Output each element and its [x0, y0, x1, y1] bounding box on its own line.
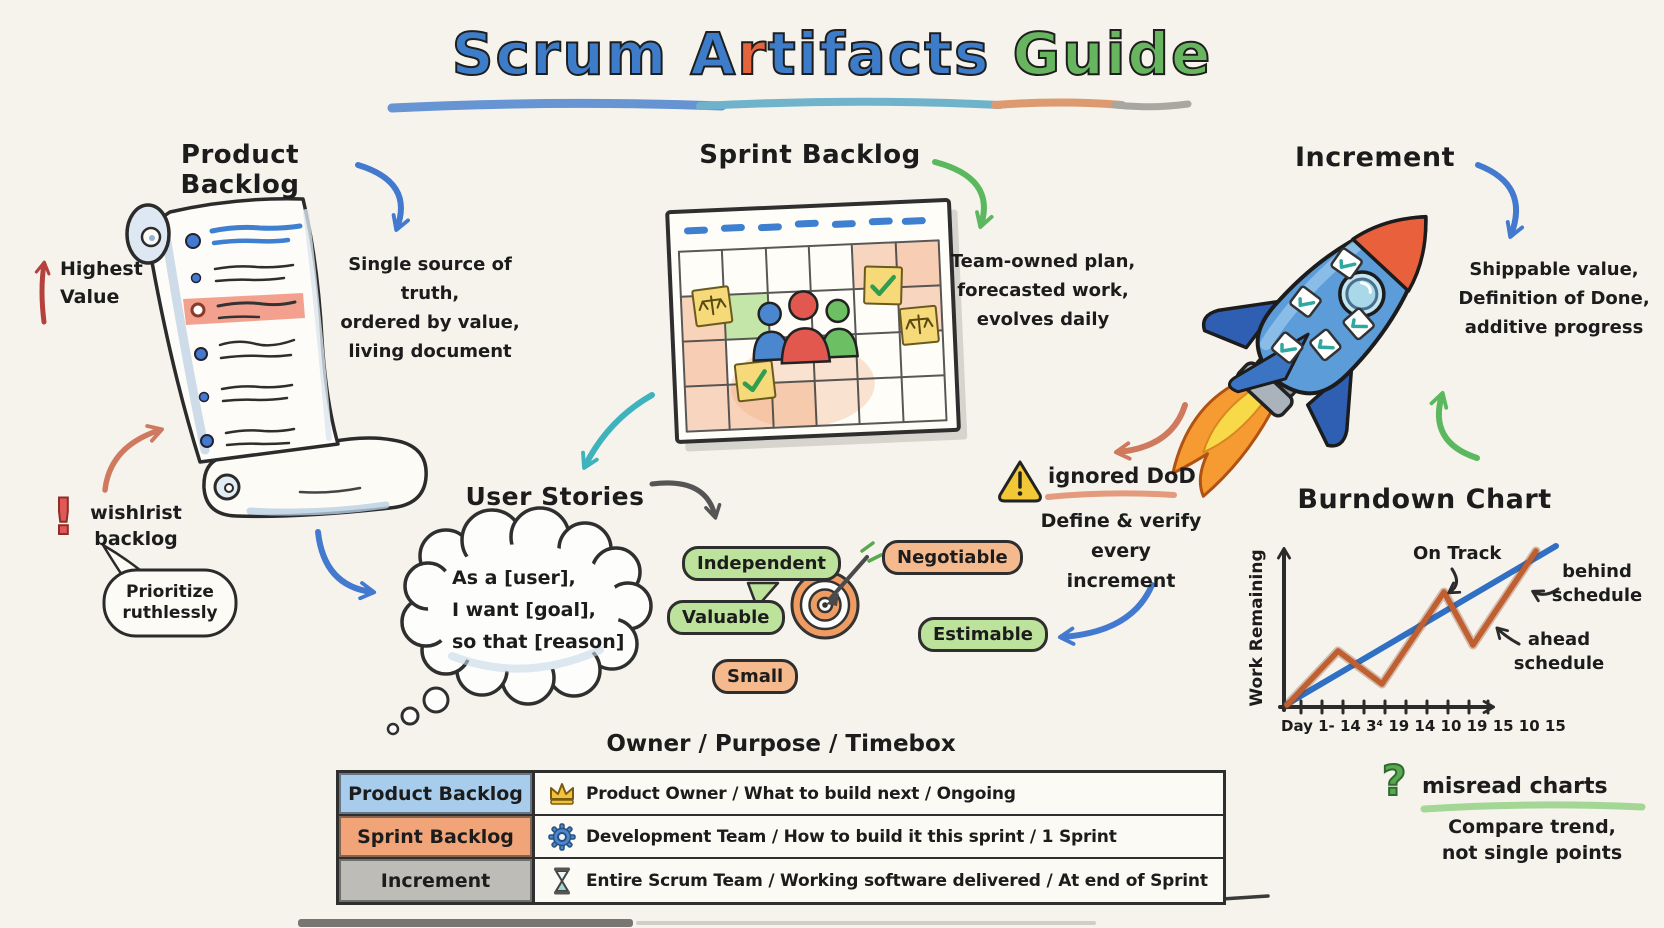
arrow-wishlist-to-scroll	[102, 424, 165, 493]
increment-rocket-illustration	[1171, 214, 1428, 498]
increment-heading: Increment	[1295, 142, 1455, 173]
misread-underline	[1420, 801, 1646, 813]
ahead-schedule-label: ahead schedule	[1513, 629, 1605, 674]
calendar-binding-dashes	[683, 217, 926, 235]
arrow-calendar-to-user-stories	[581, 392, 655, 470]
on-track-label: On Track	[1413, 543, 1502, 564]
title-underline	[387, 97, 1192, 113]
arrow-scroll-to-cloud	[315, 529, 377, 601]
badge-valuable: Valuable	[667, 600, 785, 635]
table-detail-increment: Entire Scrum Team / Working software del…	[586, 870, 1208, 891]
question-mark-icon: ?	[1381, 755, 1407, 806]
user-story-template-text: As a [user], I want [goal], so that [rea…	[452, 567, 625, 653]
title-seg-guide: Guide	[990, 19, 1213, 89]
table-artifact-sprint-backlog: Sprint Backlog	[339, 816, 535, 857]
ignored-dod-label: ignored DoD	[1048, 464, 1196, 488]
table-artifact-increment: Increment	[339, 859, 535, 902]
arrow-rocket-to-dod	[1113, 402, 1188, 461]
table-detail-sprint-backlog: Development Team / How to build it this …	[586, 826, 1117, 847]
speech-bubble-shape	[101, 543, 238, 638]
table-artifact-product-backlog: Product Backlog	[339, 773, 535, 814]
badge-estimable: Estimable	[918, 617, 1048, 652]
dod-note: Define & verify every increment	[1040, 510, 1202, 592]
product-backlog-heading: Product Backlog	[180, 140, 300, 200]
badge-negotiable: Negotiable	[882, 540, 1023, 575]
behind-pointer-arrow	[1531, 587, 1560, 603]
bottom-pencil-smudge	[298, 919, 1096, 927]
burndown-y-axis-label: Work Remaining	[1247, 549, 1267, 706]
badge-small: Small	[712, 659, 799, 694]
warning-triangle-icon	[998, 460, 1042, 503]
x-axis-ticks	[1299, 699, 1490, 715]
burndown-x-axis-label: Day 1- 14 3⁴ 19 14 10 19 15 10 15	[1281, 717, 1566, 735]
actual-line	[1284, 548, 1539, 708]
wishlist-backlog-label: wishlrist backlog	[90, 502, 182, 550]
behind-schedule-label: behind schedule	[1551, 561, 1643, 606]
arrow-to-estimable	[1057, 582, 1155, 646]
pitfall-exclamation-icon: !	[51, 487, 76, 547]
gear-icon	[547, 822, 577, 851]
team-figures	[752, 290, 859, 365]
misread-note: Compare trend, not single points	[1441, 816, 1623, 864]
dod-underline	[1045, 490, 1177, 500]
arrow-user-stories-to-badges	[649, 480, 722, 520]
highest-value-label: Highest Value	[60, 258, 143, 308]
product-backlog-scroll-illustration	[125, 197, 428, 519]
flow-arrows	[34, 159, 1525, 646]
title-seg-r: r	[736, 19, 768, 89]
crown-icon	[547, 781, 577, 807]
increment-note: Shippable value, Definition of Done, add…	[1458, 259, 1650, 338]
arrow-sprint-backlog-to-note	[932, 159, 994, 230]
title-seg-a: A	[689, 19, 738, 89]
artifact-table: Product Backlog Product Owner / What to …	[336, 770, 1226, 905]
arrow-product-backlog-to-note	[355, 162, 410, 232]
badge-independent: Independent	[682, 546, 842, 581]
product-backlog-note: Single source of truth, ordered by value…	[340, 254, 520, 362]
burndown-chart-heading: Burndown Chart	[1297, 484, 1552, 515]
prioritize-speech-bubble: Prioritize ruthlessly	[122, 582, 218, 623]
table-border-overshoot	[1220, 894, 1270, 901]
user-stories-heading: User Stories	[465, 482, 645, 511]
user-story-cloud-illustration	[386, 506, 653, 736]
title-seg-tifacts: tifacts	[767, 19, 991, 89]
ahead-pointer-arrow	[1495, 626, 1521, 646]
page-title: Scrum Artifacts Guide	[0, 19, 1664, 89]
table-heading: Owner / Purpose / Timebox	[606, 731, 956, 757]
calendar-sticky-notes	[691, 265, 940, 403]
sprint-backlog-note: Team-owned plan, forecasted work, evolve…	[950, 251, 1136, 330]
table-detail-product-backlog: Product Owner / What to build next / Ong…	[586, 783, 1016, 804]
arrow-burndown-to-rocket	[1429, 390, 1480, 461]
rocket-checklist-chips	[1271, 247, 1375, 364]
title-seg-scrum: Scrum	[451, 19, 691, 89]
arrow-highest-value	[34, 260, 51, 325]
table-row-increment: Increment Entire Scrum Team / Working so…	[339, 859, 1223, 902]
on-track-pointer-arrow	[1447, 567, 1462, 595]
sprint-backlog-heading: Sprint Backlog	[699, 140, 921, 170]
misread-charts-label: misread charts	[1422, 774, 1608, 799]
arrow-increment-to-note	[1475, 162, 1525, 239]
sprint-backlog-calendar-illustration	[665, 198, 968, 452]
table-row-sprint-backlog: Sprint Backlog Development Team / How to…	[339, 816, 1223, 859]
table-row-product-backlog: Product Backlog Product Owner / What to …	[339, 773, 1223, 816]
hourglass-icon	[547, 866, 577, 896]
burndown-chart-plot: Work Remaining	[1247, 543, 1560, 715]
